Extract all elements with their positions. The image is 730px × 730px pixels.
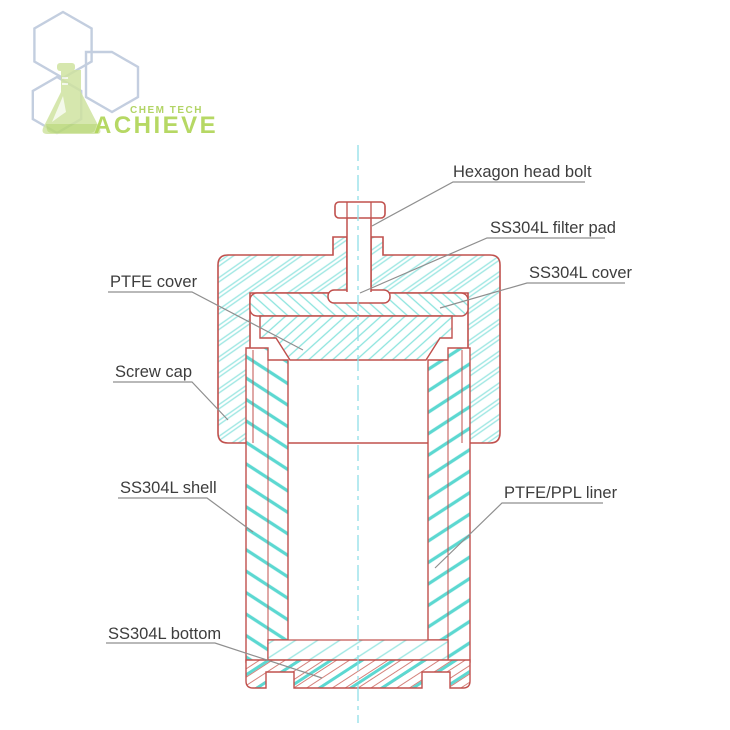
leader-screw-cap: [113, 381, 229, 421]
logo-brand: ACHIEVE: [94, 112, 218, 139]
leader-hexagon-head-bolt: [371, 181, 585, 227]
leader-filter-pad: [359, 237, 605, 294]
label-screw-cap: Screw cap: [115, 363, 192, 381]
label-ptfe-ppl-liner: PTFE/PPL liner: [504, 484, 618, 502]
label-ss304l-filter-pad: SS304L filter pad: [490, 219, 616, 237]
ss304l-cover-plate: [249, 292, 469, 317]
leader-lines: [106, 181, 625, 679]
hexagon-head-bolt: [334, 201, 386, 292]
logo-tagline: CHEM TECH: [130, 105, 203, 116]
flask-icon: [42, 63, 101, 134]
logo-graphic: CHEM TECH ACHIEVE: [31, 10, 218, 139]
label-hexagon-head-bolt: Hexagon head bolt: [453, 163, 592, 181]
shell-liner-left-wall: [245, 347, 289, 663]
label-ss304l-cover: SS304L cover: [529, 264, 633, 282]
shell-liner-right-wall: [427, 347, 471, 663]
achieve-chemtech-logo: CHEM TECH ACHIEVE: [0, 0, 250, 160]
leader-ss304l-shell: [118, 497, 254, 533]
ptfe-cover-plug: [259, 315, 453, 361]
label-ss304l-shell: SS304L shell: [120, 479, 217, 497]
label-ss304l-bottom: SS304L bottom: [108, 625, 221, 643]
part-labels: Hexagon head bolt SS304L filter pad SS30…: [108, 163, 633, 643]
leader-ptfe-ppl-liner: [434, 502, 603, 569]
shell-bottom: [245, 659, 471, 689]
leader-ss304l-cover: [439, 282, 625, 309]
leader-ss304l-bottom: [106, 642, 323, 679]
leader-ptfe-cover: [108, 291, 304, 351]
label-ptfe-cover: PTFE cover: [110, 273, 198, 291]
